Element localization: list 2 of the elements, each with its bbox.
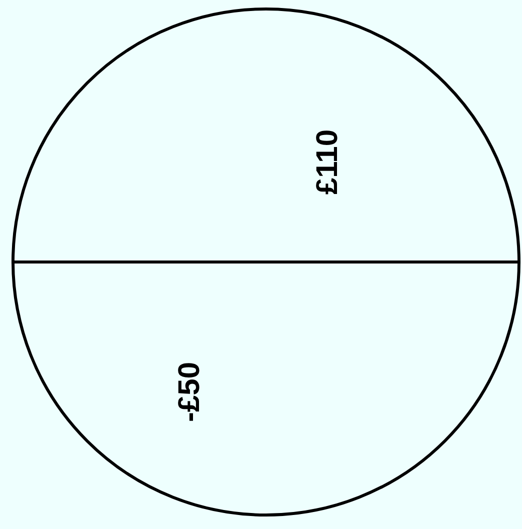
amount-label: -£50: [173, 362, 207, 422]
amount-label: £110: [311, 129, 345, 195]
